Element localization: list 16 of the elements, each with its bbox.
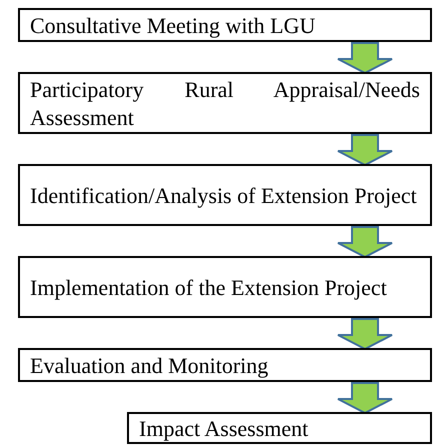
process-box: [18, 256, 432, 318]
block-arrow: [337, 226, 393, 258]
step-label: Participatory Rural Appraisal/Needs Assessment: [30, 76, 420, 132]
step-label: Identification/Analysis of Extension Project: [30, 182, 418, 210]
step-label: Consultative Meeting with LGU: [30, 12, 316, 40]
block-arrow: [337, 382, 393, 414]
step-label: Implementation of the Extension Project: [30, 274, 388, 302]
process-box: [18, 8, 432, 42]
step-label: Evaluation and Monitoring: [30, 352, 270, 380]
process-box: [127, 412, 432, 444]
process-box: [18, 164, 432, 226]
block-arrow: [337, 134, 393, 166]
block-arrow: [337, 318, 393, 350]
block-arrow: [337, 42, 393, 74]
step-label: Impact Assessment: [139, 415, 310, 443]
process-box: [18, 348, 432, 382]
